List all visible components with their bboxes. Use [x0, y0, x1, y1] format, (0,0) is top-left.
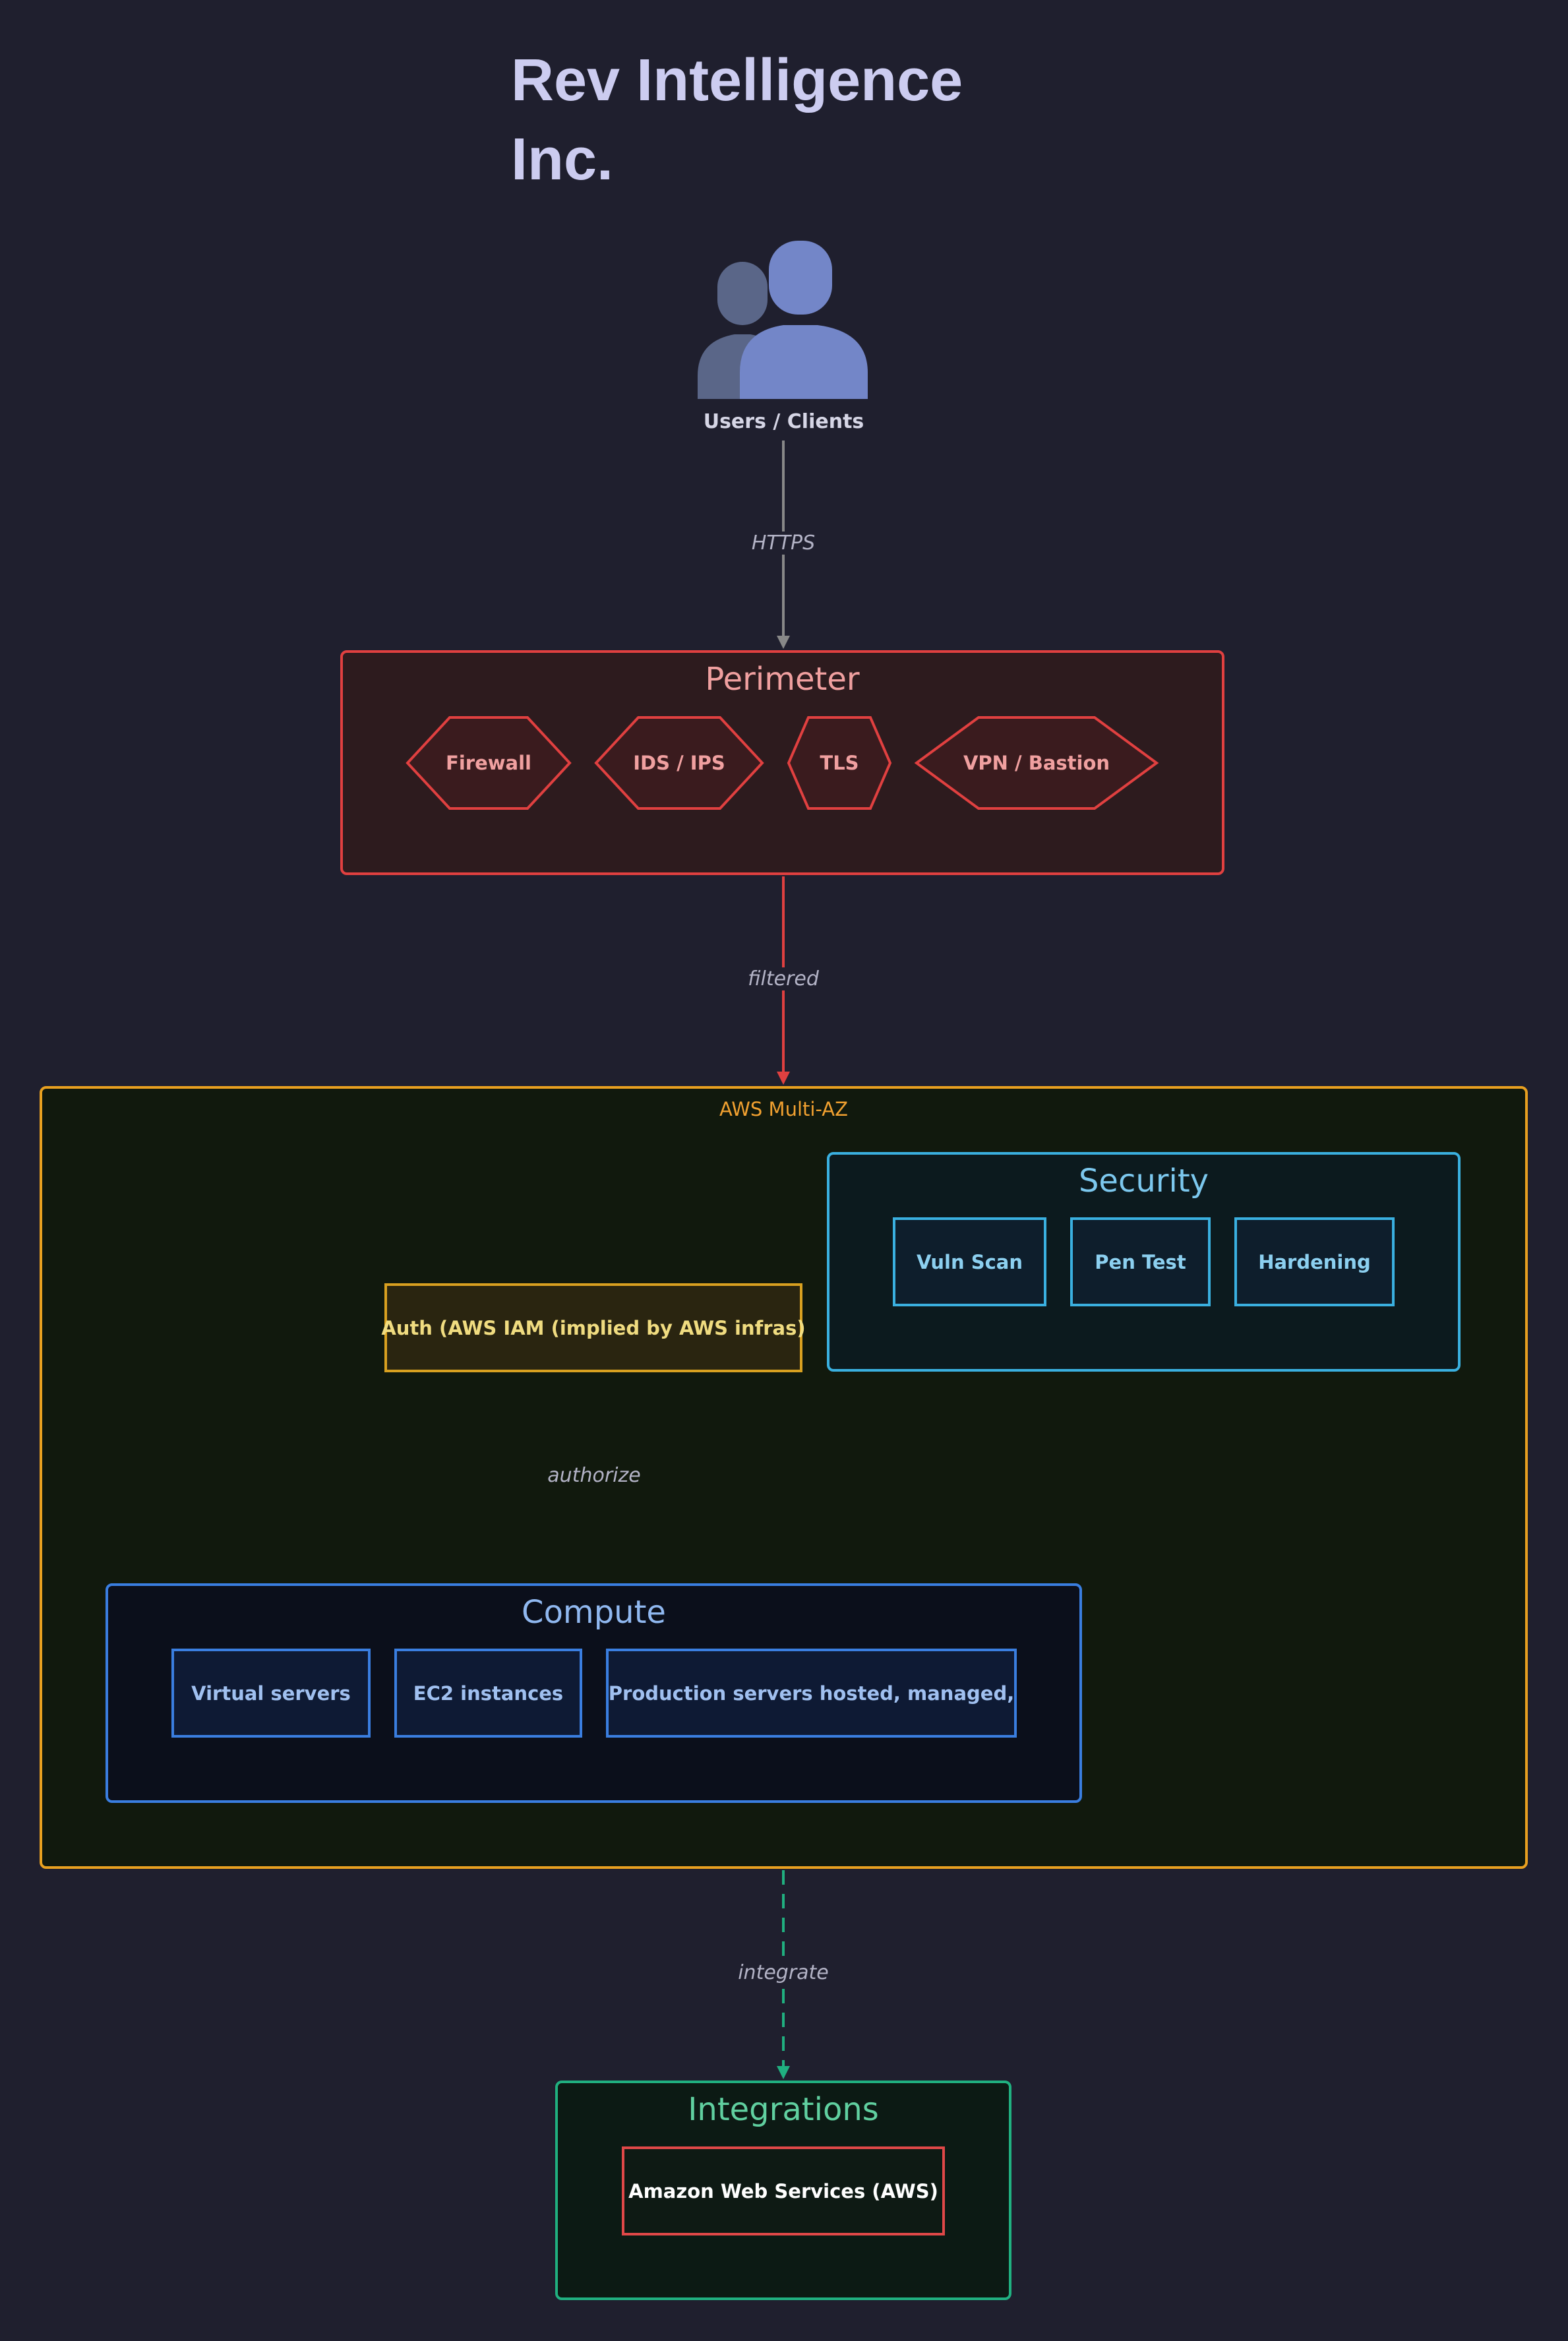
- filtered-arrowhead: [777, 1072, 790, 1085]
- users-label: Users / Clients: [703, 410, 864, 433]
- edge-label-integrate: integrate: [684, 1961, 882, 1984]
- ids-ips-node: IDS / IPS: [633, 752, 725, 774]
- auth-node: Auth (AWS IAM (implied by AWS infras): [381, 1283, 806, 1372]
- firewall-node: Firewall: [446, 752, 531, 774]
- perimeter-shapes: [406, 716, 1159, 810]
- aws-multi-az-label: AWS Multi-AZ: [719, 1098, 848, 1120]
- pen-test-node: Pen Test: [1070, 1217, 1211, 1306]
- ids-ips-hexagon: [594, 716, 764, 810]
- integrate-arrowhead: [777, 2066, 790, 2079]
- hardening-node: Hardening: [1234, 1217, 1395, 1306]
- edge-label-authorize: authorize: [495, 1464, 693, 1487]
- production-servers-node: Production servers hosted, managed,: [606, 1649, 1017, 1738]
- compute-title: Compute: [522, 1594, 666, 1631]
- edge-label-filtered: filtered: [684, 967, 882, 990]
- security-title: Security: [1078, 1163, 1209, 1200]
- edge-label-https: HTTPS: [684, 532, 882, 555]
- virtual-servers-node: Virtual servers: [171, 1649, 371, 1738]
- tls-hexagon: [787, 716, 892, 810]
- ec2-instances-node: EC2 instances: [394, 1649, 582, 1738]
- vpn-bastion-node: VPN / Bastion: [963, 752, 1110, 774]
- https-arrowhead: [777, 636, 790, 649]
- users-icon: [698, 241, 868, 399]
- perimeter-title: Perimeter: [705, 661, 860, 698]
- vpn-bastion-hexagon: [914, 716, 1159, 810]
- integrations-title: Integrations: [688, 2091, 879, 2128]
- aws-service-node: Amazon Web Services (AWS): [622, 2146, 945, 2235]
- vuln-scan-node: Vuln Scan: [893, 1217, 1046, 1306]
- tls-node: TLS: [820, 752, 859, 774]
- firewall-hexagon: [406, 716, 572, 810]
- page-title: Rev Intelligence Inc.: [511, 47, 963, 193]
